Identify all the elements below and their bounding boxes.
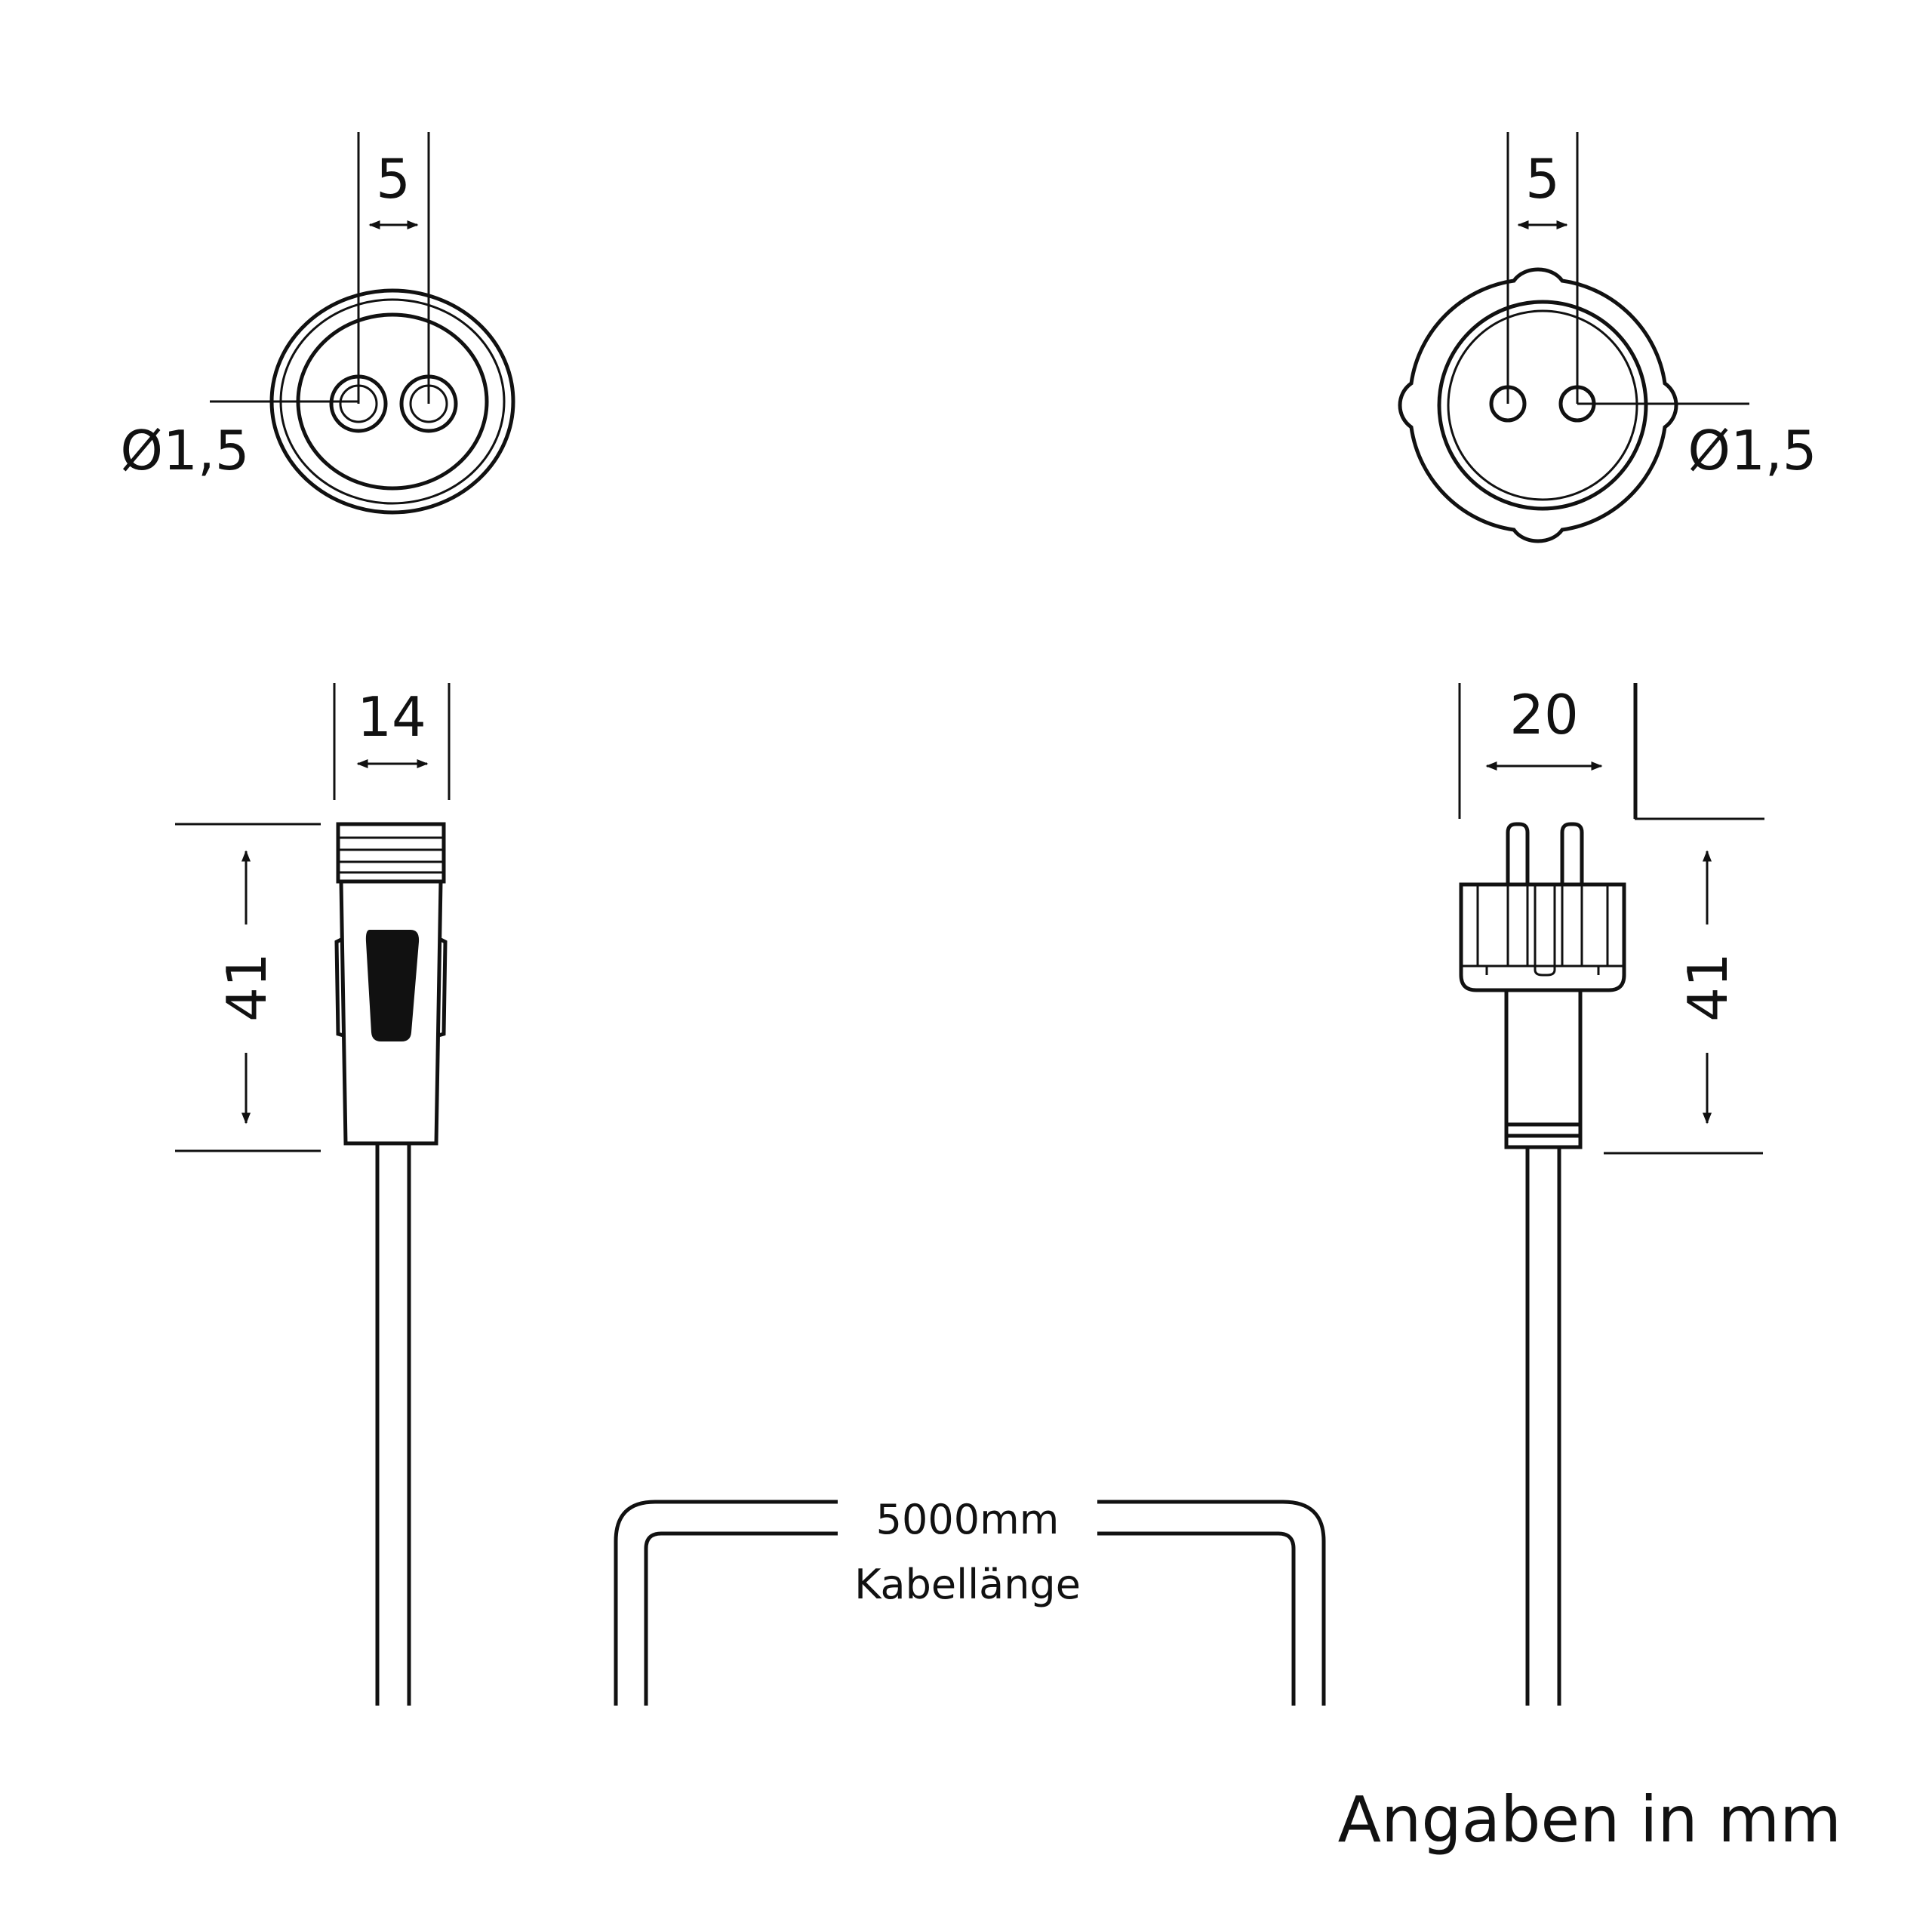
left-side-view: 14 41 [175,683,451,1706]
right-spacing-label: 5 [1525,147,1560,211]
left-body [339,881,443,1146]
left-spacing-label: 5 [376,147,411,211]
cable-loop-inner-left [644,1531,838,1706]
cable-length-caption: Kabellänge [854,1561,1081,1608]
left-latch-window [365,930,420,1041]
right-outer-lobed-ring [1398,267,1678,543]
cable-length-symbol: 5000mm Kabellänge [614,1496,1326,1706]
cable-length-value: 5000mm [876,1496,1060,1543]
nut-rib [1597,884,1609,975]
nut-rib [1506,884,1529,968]
right-length-label: 41 [1676,952,1740,1022]
right-face-view: 5 Ø1,5 [1398,132,1817,543]
right-width-label: 20 [1509,683,1579,746]
left-length-label: 41 [215,952,278,1022]
left-threaded-head [336,822,446,884]
left-side-grip-2 [438,937,448,1038]
right-diameter-label: Ø1,5 [1687,419,1817,482]
cable-loop-outer-left [614,1500,838,1706]
nut-rib [1561,884,1583,968]
left-face-view: 5 Ø1,5 [120,132,515,515]
cable-loop-outer-right [1097,1500,1326,1706]
right-inner-ring [1447,309,1638,501]
right-plug-pin-2 [1560,822,1584,884]
right-plug-pin-1 [1506,822,1530,884]
left-width-label: 14 [357,685,426,749]
left-diameter-label: Ø1,5 [120,419,249,482]
units-note: Angaben in mm [1338,1783,1841,1857]
left-side-grip-1 [334,937,344,1038]
right-knurled-nut [1459,882,1626,992]
right-ring [1437,300,1648,511]
nut-rib [1476,884,1488,975]
cable-loop-inner-right [1097,1531,1296,1706]
nut-rib [1534,884,1556,977]
right-side-view: 20 41 [1458,683,1764,1706]
